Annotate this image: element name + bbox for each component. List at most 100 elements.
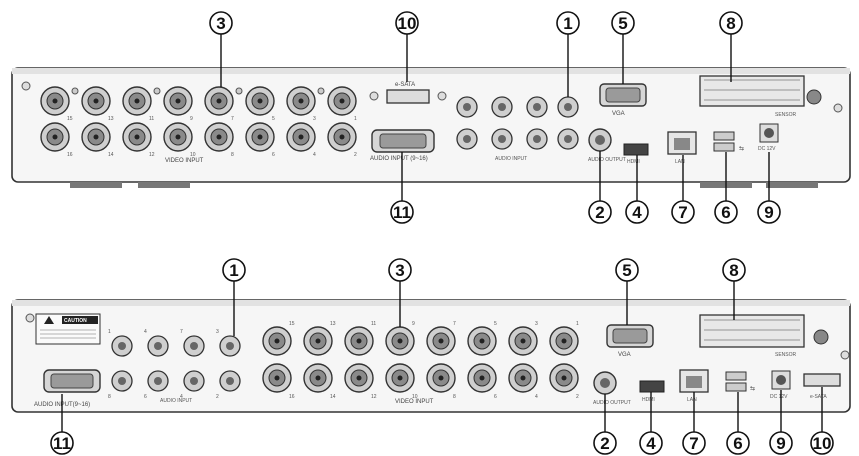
bnc-connector-pin [480,339,485,344]
top-bnc-row1-channel-number: 1 [354,116,357,122]
top-bnc-row1-channel-number: 9 [190,116,193,122]
top-audio-db-inner [380,134,426,148]
callout-2-number: 2 [595,203,604,222]
bottom-bnc-row1-channel-number: 7 [453,321,456,327]
bottom-lan-label: LAN [687,397,697,403]
bnc-connector-pin [53,99,58,104]
bottom-bnc-row2-channel-number: 4 [535,394,538,400]
bottom-bnc-row2-channel-number: 6 [494,394,497,400]
bottom-bnc-row2-channel-number: 12 [371,394,377,400]
callout-4-number: 4 [646,434,656,453]
bnc-connector-pin [398,339,403,344]
bottom-audio-row2-channel-number: 2 [216,394,219,400]
top-rear-panel: VIDEO INPUT e-SATA AUDIO INPUT (9~16) AU… [12,68,850,188]
top-audio-input-label: AUDIO INPUT [495,156,527,162]
top-foot-2 [138,182,190,188]
top-screw-left [22,82,30,90]
callout-9-number: 9 [764,203,773,222]
callout-3-number: 3 [395,261,404,280]
rca-jack-core [463,103,471,111]
rca-jack-core [463,135,471,143]
usb-icon: ⇆ [739,145,744,152]
small-screw [236,88,242,94]
bottom-panel-rim [12,300,850,306]
top-lan-inner [674,138,690,150]
bnc-connector-pin [299,135,304,140]
rca-jack-core [498,135,506,143]
bnc-connector-pin [94,135,99,140]
bottom-bnc-row2-channel-number: 16 [289,394,295,400]
bottom-audio-output-label: AUDIO OUTPUT [593,400,631,406]
bottom-usb-port-2 [726,383,746,391]
callout-6-number: 6 [733,434,742,453]
bnc-connector-pin [521,376,526,381]
bottom-usb-port-1 [726,372,746,380]
top-screw-right [834,104,842,112]
top-sensor-label: SENSOR [775,112,797,118]
callout-8-number: 8 [726,14,735,33]
small-screw [72,88,78,94]
bnc-connector-pin [217,99,222,104]
callout-10-number: 10 [398,14,417,33]
bnc-connector-pin [94,99,99,104]
top-bnc-row2-channel-number: 16 [67,152,73,158]
bnc-connector-pin [258,135,263,140]
bnc-connector-pin [316,339,321,344]
bnc-connector-pin [398,376,403,381]
rca-jack-core [564,135,572,143]
callout-7-number: 7 [689,434,698,453]
bnc-connector-pin [480,376,485,381]
callout-5-number: 5 [622,261,631,280]
bottom-bnc-row2-channel-number: 10 [412,394,418,400]
top-bnc-row2-channel-number: 8 [231,152,234,158]
callout-3-number: 3 [216,14,225,33]
bottom-audio-db-inner [51,374,93,388]
bnc-connector-pin [340,135,345,140]
bottom-audio-input-label: AUDIO INPUT [160,398,192,404]
top-usb-port-2 [714,143,734,151]
top-dc-label: DC 12V [758,146,776,152]
usb-icon: ⇆ [750,385,755,392]
top-foot-4 [766,182,818,188]
bottom-vga-inner [613,329,647,343]
small-screw [370,92,378,100]
callout-1-number: 1 [563,14,572,33]
rca-jack-core [154,377,162,385]
bnc-connector-pin [562,376,567,381]
bottom-lan-inner [686,376,702,388]
callout-2-number: 2 [600,434,609,453]
bnc-connector-pin [176,99,181,104]
bnc-connector-pin [316,376,321,381]
bottom-bnc-row2-channel-number: 8 [453,394,456,400]
rca-jack-core [118,342,126,350]
callout-5-number: 5 [618,14,627,33]
callout-1-number: 1 [229,261,238,280]
bottom-bnc-row2-channel-number: 14 [330,394,336,400]
bnc-connector-pin [275,339,280,344]
bottom-vga-label: VGA [618,352,631,358]
bnc-connector-pin [439,339,444,344]
top-bnc-row2-channel-number: 12 [149,152,155,158]
bottom-bnc-row1-channel-number: 13 [330,321,336,327]
top-audio-output-core [595,135,605,145]
bnc-connector-pin [135,135,140,140]
rca-jack-core [533,135,541,143]
top-bnc-row2-channel-number: 10 [190,152,196,158]
bottom-rear-panel: CAUTION AUDIO INPUT(9~16) AUDIO INPUT [12,300,850,412]
bottom-audio-row1-channel-number: 1 [108,329,111,335]
bottom-bnc-row2-channel-number: 2 [576,394,579,400]
top-hdmi-label: HDMI [627,159,640,165]
top-bnc-row1-channel-number: 3 [313,116,316,122]
rca-jack-core [190,342,198,350]
bnc-connector-pin [357,376,362,381]
bottom-hdmi-port [640,381,664,392]
bottom-screw-left [26,314,34,322]
rca-jack-core [226,342,234,350]
bnc-connector-pin [258,99,263,104]
rca-jack-core [118,377,126,385]
bottom-screw-right [841,351,849,359]
bottom-audio-output-core [600,378,610,388]
bnc-connector-pin [340,99,345,104]
bnc-connector-pin [176,135,181,140]
top-bnc-row1-channel-number: 5 [272,116,275,122]
